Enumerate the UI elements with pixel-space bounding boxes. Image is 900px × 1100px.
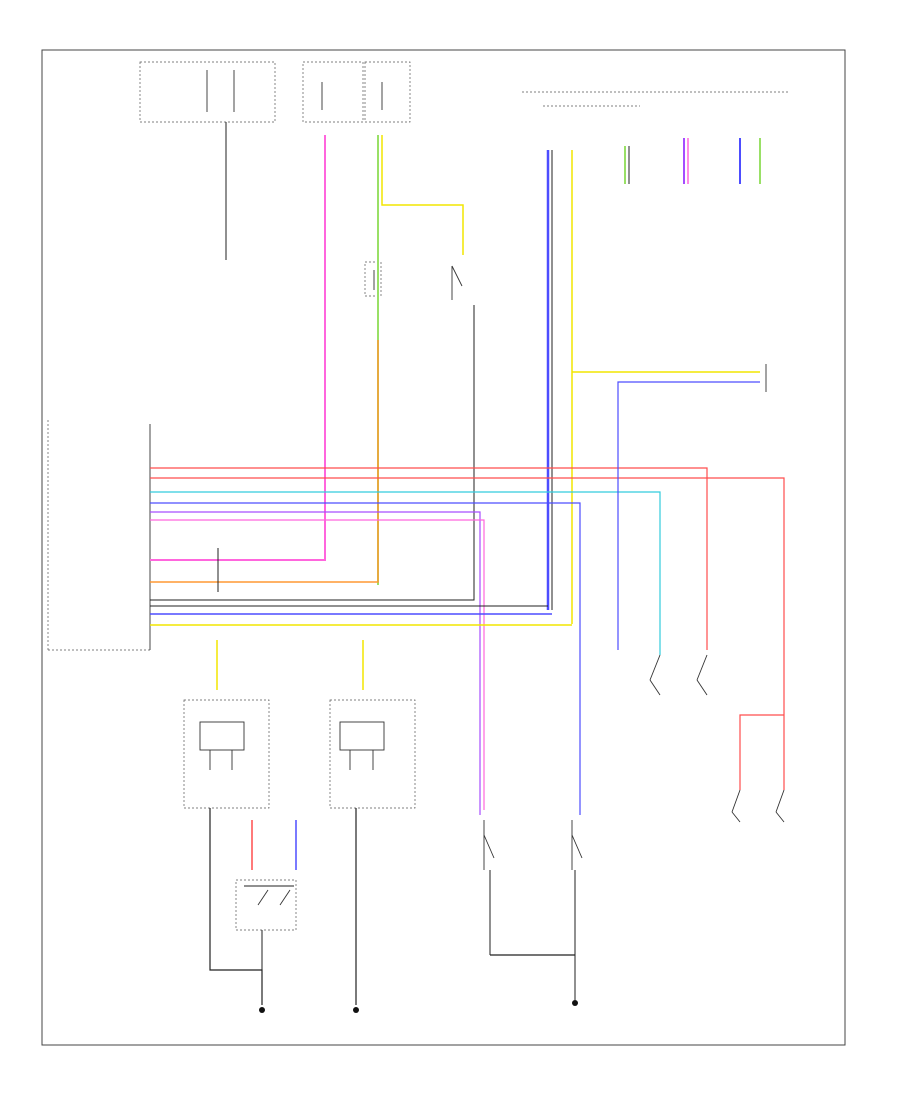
wire-blue-h — [150, 502, 581, 815]
fuse-block-top-center — [302, 61, 411, 123]
fuse-block-top-left — [139, 61, 276, 260]
connector-block-top-right — [522, 91, 790, 107]
diagram-frame — [41, 49, 846, 1046]
wire-black-actuator-left — [209, 808, 263, 1005]
switch-center-right — [451, 265, 463, 300]
switch-right-b — [696, 654, 708, 696]
actuator-right — [329, 699, 416, 809]
wire-cyan — [150, 491, 661, 655]
wire-black-module — [150, 305, 475, 601]
door-switch-center-right — [571, 820, 583, 1000]
wire-purple — [150, 511, 481, 815]
wire-red-1 — [150, 467, 708, 650]
wire-red-2 — [150, 477, 785, 715]
wire-pink-h — [150, 519, 485, 810]
wire-pink-left — [150, 135, 326, 561]
switch-right-lower-a — [731, 789, 741, 823]
top-right-color-stubs — [624, 138, 761, 184]
control-module-left — [47, 420, 151, 651]
ground-center — [353, 1007, 359, 1013]
switch-right-lower-b — [775, 789, 785, 823]
ground-left — [259, 1007, 265, 1013]
switch-center-left — [364, 261, 382, 297]
wire-blue-right-mid — [617, 381, 760, 650]
ground-right — [572, 1000, 578, 1006]
wire-yellow-short — [381, 135, 464, 255]
door-switch-center-left — [483, 820, 495, 955]
actuator-left — [183, 699, 270, 809]
door-lock-switch — [235, 879, 297, 970]
wire-orange — [150, 340, 379, 583]
switch-right-a — [649, 654, 661, 696]
wire-red-right-loop — [739, 714, 784, 790]
